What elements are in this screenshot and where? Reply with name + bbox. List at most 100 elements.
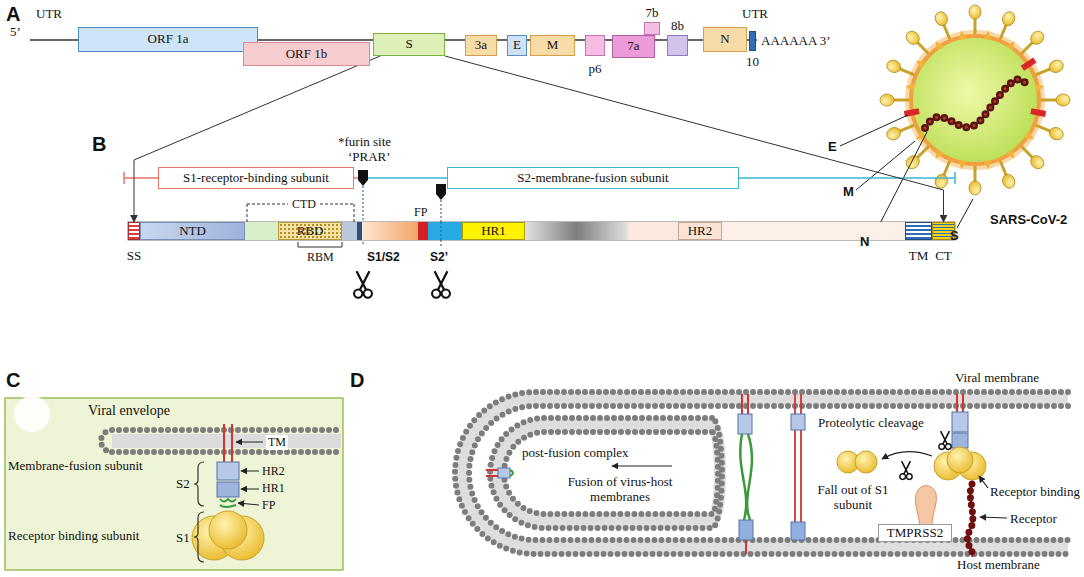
receptor-drawing (967, 484, 972, 558)
node-text: HR2 (688, 224, 713, 239)
gene-box: ORF 1a (78, 27, 258, 52)
node-text: 7a (627, 39, 639, 54)
virion-drawing (969, 163, 981, 195)
polya-label: AAAAAA 3’ (761, 33, 831, 48)
fusion-intermediate (740, 434, 752, 520)
virion-drawing (969, 5, 981, 37)
fusion-intermediate (739, 520, 753, 540)
panel-letter: B (92, 132, 106, 156)
domain-segment: NTD (140, 222, 245, 240)
virion-drawing (925, 79, 1028, 128)
spike-protein-drawing (192, 424, 264, 560)
node-text: CT (935, 249, 952, 264)
protein-label: N (860, 234, 869, 249)
subunit-label: S2 (176, 476, 190, 491)
spike-protein-drawing (217, 462, 239, 480)
node-text: M (547, 38, 559, 53)
gene-box: p6 (585, 35, 605, 56)
receptor-drawing (967, 484, 972, 558)
site-note: ‘PRAR’ (348, 149, 391, 164)
spike-domain-bar (357, 222, 362, 240)
fusion-intermediate (738, 394, 805, 554)
fusion-intermediate (747, 394, 749, 414)
virion-drawing (911, 36, 1039, 164)
virion-drawing (1006, 39, 1018, 51)
domain-label: FP (262, 498, 275, 513)
node-text: HR1 (481, 224, 506, 239)
virion-drawing (880, 5, 1070, 195)
virion-drawing (1038, 94, 1070, 106)
process-arrow (980, 517, 1007, 518)
virion-drawing (1006, 149, 1018, 161)
node-text: 8b (671, 19, 684, 34)
leader-arrow (236, 442, 263, 505)
protease-drawing (915, 486, 936, 526)
scissors-icon (432, 271, 450, 298)
subunit-bracket (123, 172, 125, 184)
virion-drawing (957, 160, 967, 170)
cleavage-marker (358, 170, 368, 186)
virion-drawing (1021, 58, 1037, 71)
leader-line (840, 115, 908, 146)
membrane-bilayer (504, 432, 718, 514)
node-text: SS (127, 249, 141, 264)
subunit-label: Membrane-fusion subunit (8, 458, 143, 473)
domain-segment: HR1 (462, 222, 525, 240)
lipid-bilayer (101, 430, 341, 452)
receptor-drawing (967, 484, 972, 558)
prefusion-spike (947, 447, 973, 473)
membrane-label: Viral membrane (955, 370, 1039, 385)
subunit-label: Receptor binding subunit (8, 528, 139, 543)
post-fusion-complex (486, 469, 498, 471)
node-text: p6 (589, 62, 602, 77)
virion-drawing (983, 160, 993, 170)
virion-drawing (983, 30, 993, 40)
gene-box: 3a (465, 35, 497, 56)
scissors-icon (939, 431, 951, 449)
panel-c-frame (5, 396, 343, 570)
projection-arrow (445, 56, 944, 222)
spike-domain-bar (128, 222, 955, 240)
region-label: RBM (307, 250, 334, 265)
curly-brace (194, 462, 204, 562)
node-text: RBD (297, 224, 324, 239)
node-text: S2-membrane-fusion subunit (517, 171, 668, 186)
lipid-bilayer (112, 434, 341, 448)
ctd-bracket (247, 204, 248, 222)
scissors-icon (354, 271, 450, 298)
node-text: N (720, 32, 729, 47)
spike-domain-bar (428, 222, 462, 240)
post-fusion-complex (498, 468, 510, 478)
gene-box: N (703, 27, 747, 52)
node-text: TM (909, 249, 929, 264)
fusion-intermediate (791, 522, 805, 540)
virion-drawing (905, 82, 915, 92)
gene-box: 7b (644, 22, 660, 35)
protease-box: TMPRSS2 (878, 524, 952, 542)
domain-label: HR1 (262, 481, 285, 496)
domain-segment: TM (905, 222, 932, 240)
shed-s1-drawing (855, 451, 877, 473)
spike-protein-drawing (231, 424, 233, 462)
virion-drawing (914, 57, 926, 69)
membrane-bilayer (455, 392, 1068, 554)
prefusion-spike (952, 412, 968, 432)
domain-label: TM (266, 435, 288, 450)
process-label: Fusion of virus-host membranes (555, 474, 685, 504)
spike-protein-drawing (209, 511, 247, 549)
region-label: CTD (292, 197, 316, 212)
utr-label: UTR (742, 6, 768, 21)
subunit-bracket (954, 172, 956, 184)
virion-drawing (1030, 108, 1046, 117)
gene-box: 7a (612, 35, 655, 58)
post-fusion-complex (486, 475, 498, 477)
subunit-box: S2-membrane-fusion subunit (447, 167, 739, 189)
gene-box: M (530, 35, 575, 56)
rbm-bracket (298, 242, 342, 247)
panel-letter: C (6, 368, 20, 392)
virion-drawing (932, 39, 944, 51)
spike-domain-bar (362, 222, 418, 240)
panel-c-frame (5, 398, 343, 570)
